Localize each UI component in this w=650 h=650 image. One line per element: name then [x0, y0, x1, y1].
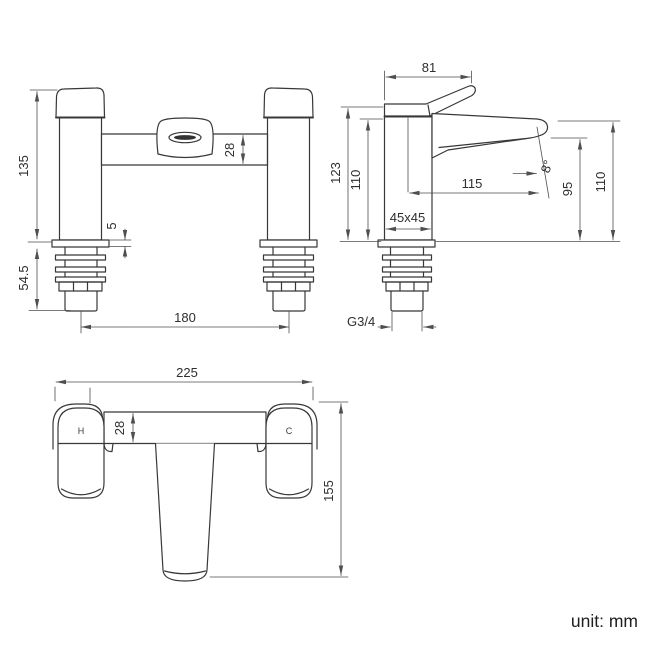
washer-flange: [262, 266, 315, 273]
top-view: H C 225 28 155: [52, 365, 349, 582]
hot-handle-rim: [52, 403, 104, 450]
valve-body: [58, 116, 103, 241]
dim-crossbar-depth: 28: [112, 421, 127, 435]
crossbar-top: [103, 411, 267, 445]
front-view: 135 54.5 5 28 180: [16, 87, 318, 334]
spout-top: [154, 443, 216, 582]
front-left-pillar: [51, 87, 110, 312]
washer-flange: [54, 254, 107, 261]
washer-flange: [262, 276, 315, 283]
dim-thread: G3/4: [347, 314, 375, 329]
dim-crossbar-height: 28: [222, 143, 237, 157]
dim-outlet-height: 95: [560, 182, 575, 196]
base-plate: [51, 239, 110, 248]
washer-flange: [262, 254, 315, 261]
spout-end-line: [163, 570, 207, 575]
hot-valve-notch: [103, 442, 114, 453]
top-dimensions: 225 28 155: [54, 365, 349, 578]
front-dimensions: 135 54.5 5 28 180: [16, 89, 290, 334]
spout-underside-crease: [438, 137, 527, 149]
washer-flange: [381, 254, 433, 261]
cold-valve-notch: [256, 442, 267, 453]
cold-label: C: [286, 426, 293, 436]
washer-flange: [54, 276, 107, 283]
side-dimensions: 81 123 110 115 8° 95 110 45x45: [328, 60, 621, 332]
dim-overall-height: 135: [16, 155, 31, 177]
cold-handle-rim: [266, 403, 318, 450]
inlet-shank: [272, 290, 306, 312]
handle-outline: [263, 87, 314, 119]
washer-flange: [381, 266, 433, 273]
dim-handle-length: 81: [422, 60, 436, 75]
dim-overall-height-side: 123: [328, 162, 343, 184]
inlet-shank: [64, 290, 98, 312]
base-plate: [259, 239, 318, 248]
washer-flange: [54, 266, 107, 273]
base-plate-side: [377, 239, 436, 248]
dim-plate-thickness: 5: [104, 222, 119, 229]
handle-outline: [55, 87, 106, 119]
hex-nut: [385, 281, 429, 292]
dim-inlet-centres: 180: [174, 310, 196, 325]
hex-nut: [266, 281, 311, 292]
dim-spout-height: 110: [593, 172, 608, 193]
dim-overall-width: 225: [176, 365, 198, 380]
spout-side: [431, 112, 549, 159]
unit-label: unit: mm: [571, 611, 638, 631]
cold-handle-end-line: [268, 488, 310, 496]
washer-flange: [381, 276, 433, 283]
dim-spout-angle: 8°: [538, 158, 556, 175]
hot-label: H: [78, 426, 85, 436]
hex-nut: [58, 281, 103, 292]
lever-handle: [383, 85, 476, 117]
hot-handle-end-line: [60, 488, 102, 496]
dim-body-height: 110: [348, 170, 363, 191]
side-view: 81 123 110 115 8° 95 110 45x45: [328, 60, 621, 332]
hot-handle: [57, 407, 105, 499]
dim-body-section: 45x45: [390, 210, 425, 225]
inlet-shank: [390, 290, 424, 312]
aerator-slot: [174, 135, 196, 140]
front-right-pillar: [259, 87, 318, 312]
dim-overall-depth: 155: [321, 480, 336, 502]
valve-body: [266, 116, 311, 241]
lever-base-edge: [427, 104, 431, 117]
spout-angle-line: [536, 126, 550, 199]
cold-handle: [265, 407, 313, 499]
aerator-ring: [168, 131, 202, 144]
dim-tail-length: 54.5: [16, 265, 31, 290]
dim-spout-reach: 115: [462, 176, 483, 191]
